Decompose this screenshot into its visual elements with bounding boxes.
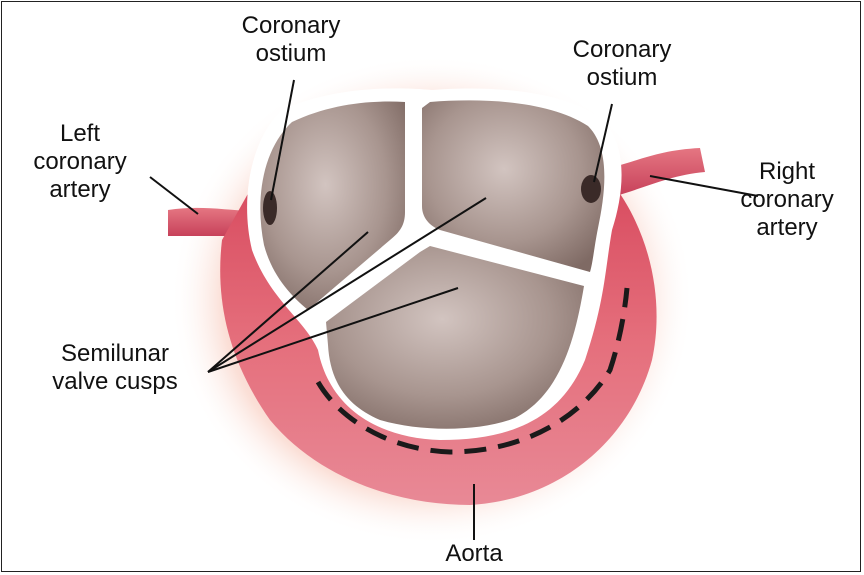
label-left-coronary-artery: Left coronary artery	[10, 120, 150, 204]
label-line: Semilunar	[30, 340, 200, 368]
label-semilunar-valve-cusps: Semilunar valve cusps	[30, 340, 200, 396]
label-line: valve cusps	[30, 368, 200, 396]
leader-left-artery	[150, 177, 198, 214]
label-right-coronary-artery: Right coronary artery	[722, 158, 852, 242]
label-line: coronary	[722, 186, 852, 214]
label-line: Right	[722, 158, 852, 186]
label-line: Coronary	[226, 12, 356, 40]
label-line: ostium	[226, 40, 356, 68]
left-coronary-ostium	[263, 191, 277, 225]
label-aorta: Aorta	[424, 540, 524, 568]
label-line: Coronary	[557, 36, 687, 64]
label-line: ostium	[557, 64, 687, 92]
label-coronary-ostium-right: Coronary ostium	[557, 36, 687, 92]
label-line: artery	[722, 214, 852, 242]
label-coronary-ostium-left: Coronary ostium	[226, 12, 356, 68]
label-line: coronary	[10, 148, 150, 176]
label-line: Left	[10, 120, 150, 148]
label-line: Aorta	[424, 540, 524, 568]
label-line: artery	[10, 176, 150, 204]
right-coronary-ostium	[581, 175, 601, 203]
